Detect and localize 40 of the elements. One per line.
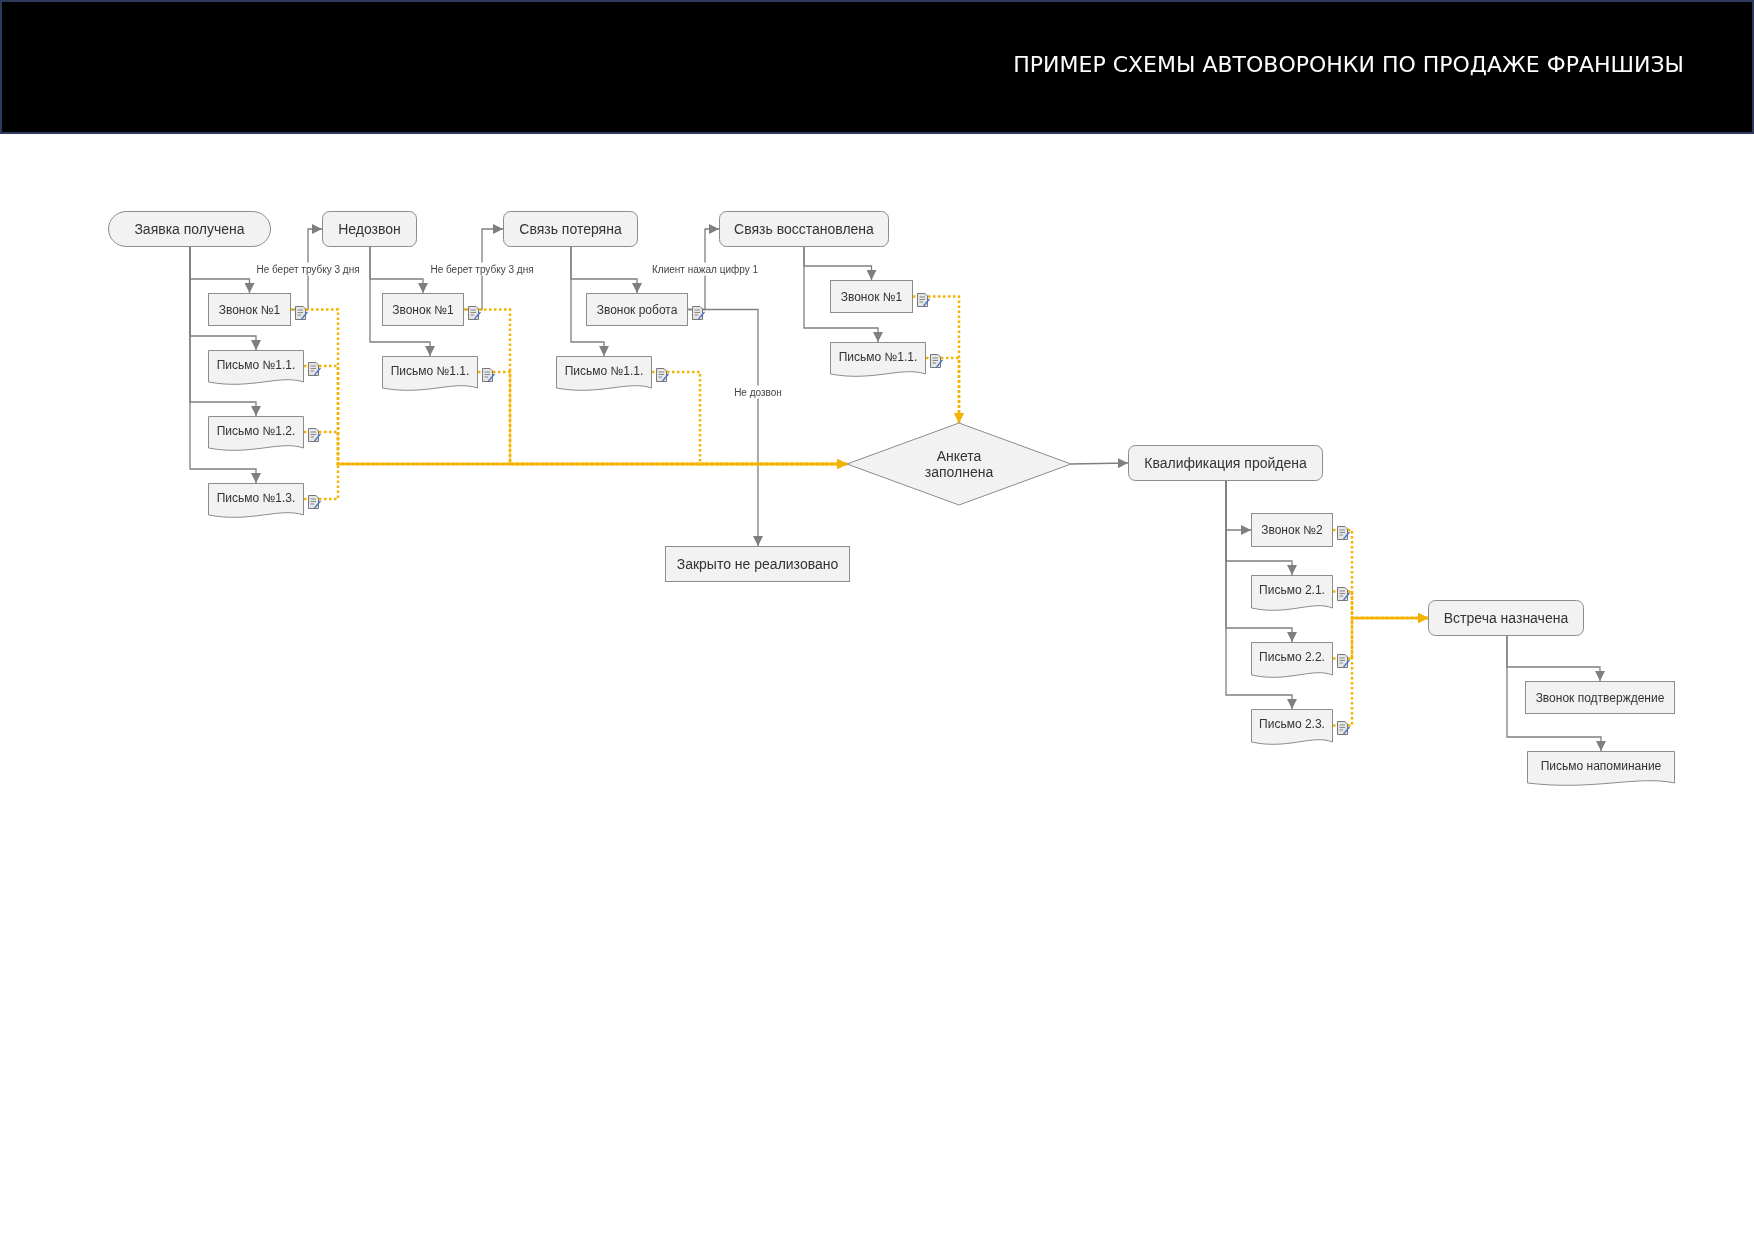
dotted-arrow bbox=[926, 356, 964, 423]
document-shape: Письмо №1.1. bbox=[208, 350, 304, 388]
stage-box: Связь потеряна bbox=[503, 211, 638, 247]
process-box: Звонок №1 bbox=[830, 280, 913, 313]
process-box: Звонок подтверждение bbox=[1525, 681, 1675, 714]
start-terminal: Заявка получена bbox=[108, 211, 271, 247]
document-shape: Письмо 2.2. bbox=[1251, 642, 1333, 681]
process-box: Звонок №1 bbox=[208, 293, 291, 326]
document-shape: Письмо напоминание bbox=[1527, 751, 1675, 789]
arrow bbox=[1070, 458, 1129, 469]
arrow bbox=[189, 246, 261, 484]
stage-box: Встреча назначена bbox=[1428, 600, 1584, 636]
document-shape: Письмо №1.3. bbox=[208, 483, 304, 521]
document-shape: Письмо №1.1. bbox=[830, 342, 926, 380]
stage-box: Связь восстановлена bbox=[719, 211, 889, 247]
document-shape: Письмо 2.1. bbox=[1251, 575, 1333, 614]
stage-box: Недозвон bbox=[322, 211, 417, 247]
arrow bbox=[369, 246, 435, 357]
process-box: Закрыто не реализовано bbox=[665, 546, 850, 582]
edge-label: Не дозвон bbox=[732, 385, 784, 398]
process-box: Звонок №1 bbox=[382, 293, 464, 326]
process-box: Звонок №2 bbox=[1251, 513, 1333, 547]
arrow bbox=[1225, 480, 1297, 710]
arrow bbox=[570, 246, 609, 357]
document-shape: Письмо №1.2. bbox=[208, 416, 304, 454]
arrow bbox=[803, 246, 883, 343]
document-shape: Письмо №1.1. bbox=[382, 356, 478, 394]
stage-box: Квалификация пройдена bbox=[1128, 445, 1323, 481]
decision-diamond: Анкета заполнена bbox=[847, 423, 1071, 505]
dotted-arrow bbox=[1333, 613, 1428, 727]
edge-label: Не берет трубку 3 дня bbox=[428, 262, 536, 276]
document-shape: Письмо 2.3. bbox=[1251, 709, 1333, 748]
diagram-title: ПРИМЕР СХЕМЫ АВТОВОРОНКИ ПО ПРОДАЖЕ ФРАНШИЗЫ bbox=[1013, 52, 1684, 77]
edge-label: Не берет трубку 3 дня bbox=[254, 262, 362, 276]
edge-label: Клиент нажал цифру 1 bbox=[650, 262, 760, 276]
arrow bbox=[1506, 635, 1606, 752]
dotted-arrow bbox=[652, 370, 847, 469]
arrow bbox=[687, 308, 763, 547]
process-box: Звонок робота bbox=[586, 293, 688, 326]
document-shape: Письмо №1.1. bbox=[556, 356, 652, 394]
